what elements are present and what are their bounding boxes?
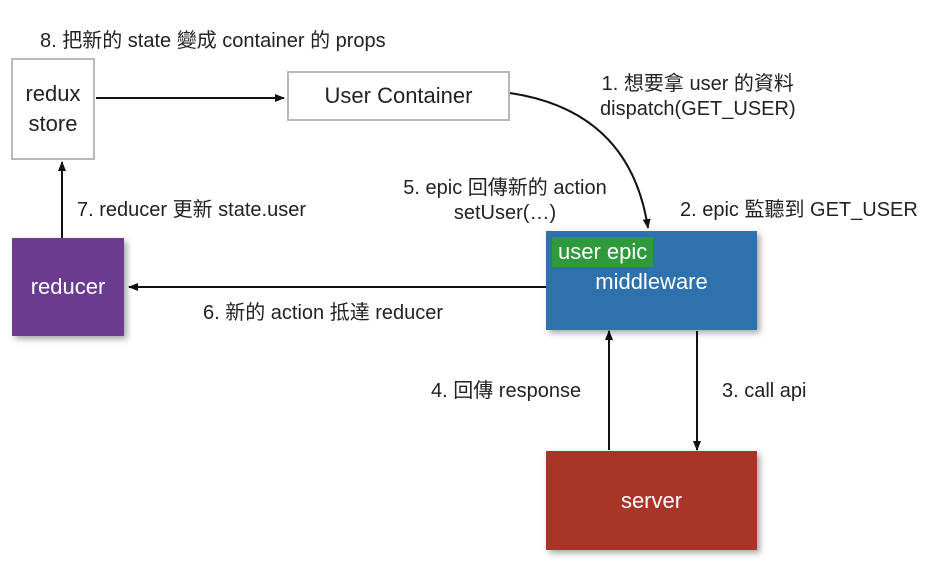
reducer-label: reducer [30, 274, 106, 299]
step-2-label: 2. epic 監聽到 GET_USER [680, 199, 918, 221]
step-6-label: 6. 新的 action 抵達 reducer [203, 302, 444, 324]
step-5-line2: setUser(…) [453, 202, 557, 224]
step-1-line1: 1. 想要拿 user 的資料 [601, 73, 794, 95]
redux-store-node: redux store [11, 58, 95, 160]
user-container-node: User Container [287, 71, 510, 121]
reducer-node: reducer [12, 238, 124, 336]
step-8-label: 8. 把新的 state 變成 container 的 props [40, 30, 386, 52]
user-epic-label: user epic [558, 239, 648, 264]
step-1-label: 1. 想要拿 user 的資料 dispatch(GET_USER) [600, 72, 796, 122]
redux-store-line1: redux [25, 81, 81, 106]
redux-store-line2: store [28, 111, 78, 136]
step-4-label: 4. 回傳 response [431, 380, 582, 402]
middleware-label: middleware [595, 269, 708, 294]
step-5-label: 5. epic 回傳新的 action setUser(…) [389, 176, 621, 226]
step-1-line2: dispatch(GET_USER) [600, 98, 796, 120]
arrow-container-to-middleware [509, 92, 651, 229]
user-container-label: User Container [324, 83, 473, 108]
step-5-line1: 5. epic 回傳新的 action [403, 177, 607, 199]
step-7-label: 7. reducer 更新 state.user [77, 199, 306, 221]
user-epic-badge: user epic [552, 237, 654, 267]
server-label: server [620, 487, 683, 513]
server-node: server [546, 451, 757, 550]
step-3-label: 3. call api [722, 380, 807, 402]
middleware-node: user epic middleware [546, 231, 757, 330]
